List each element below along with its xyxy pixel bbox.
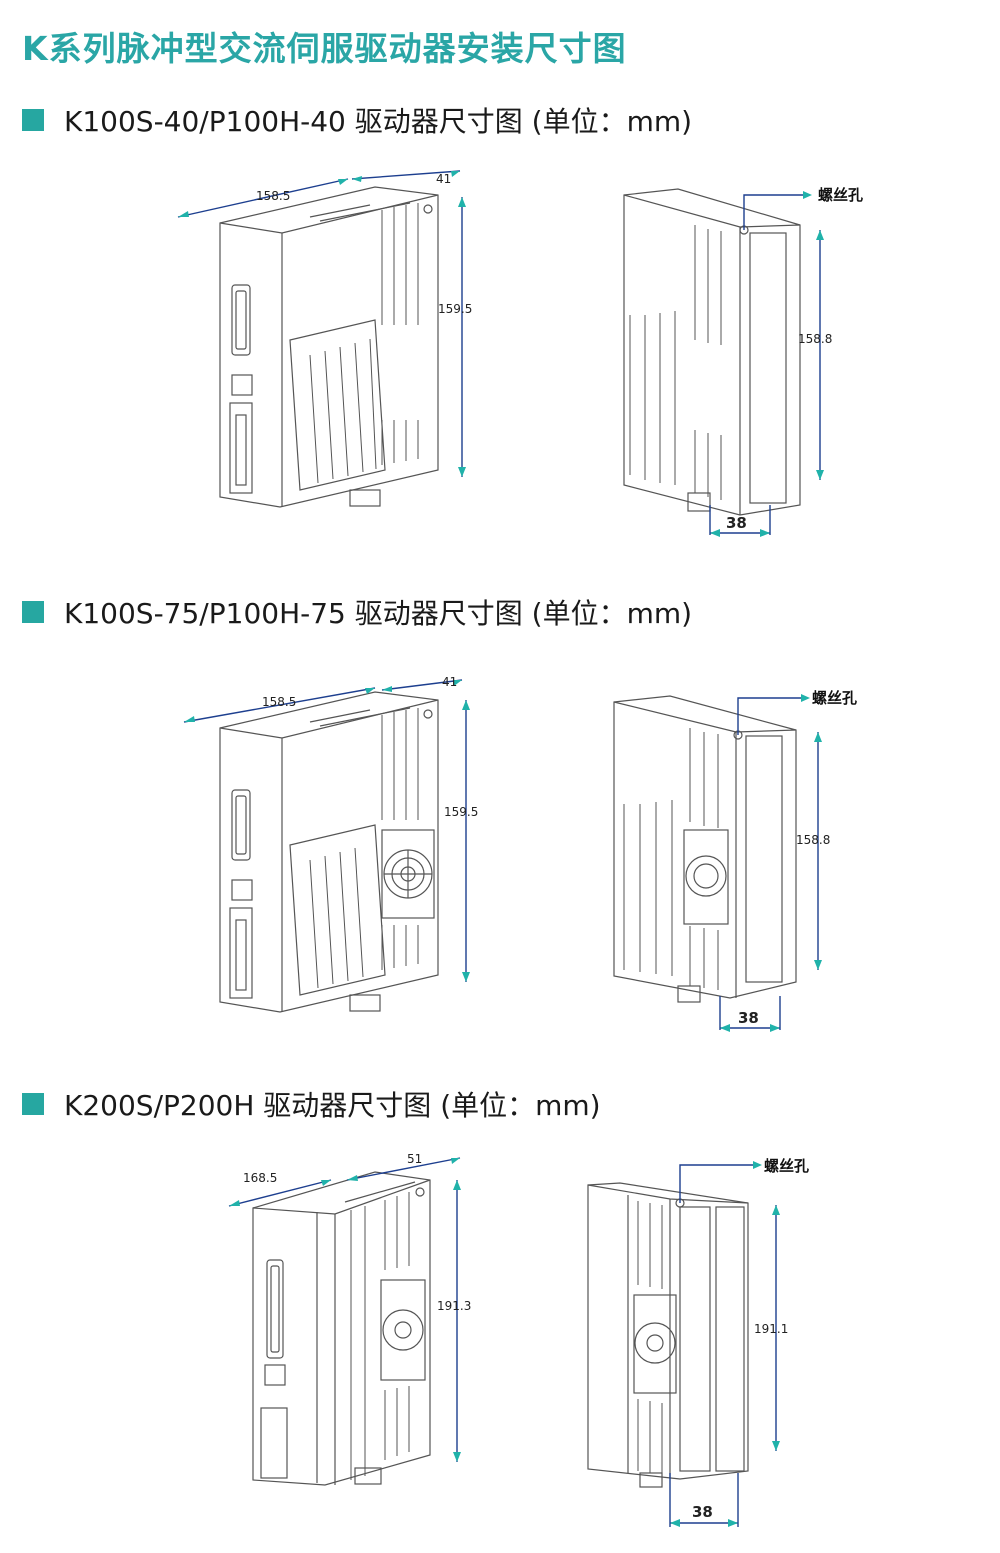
height-dimension-label: 159.5 — [444, 805, 478, 819]
depth-dimension-label: 158.5 — [256, 189, 290, 203]
section-bullet-icon — [22, 1093, 44, 1115]
height-dimension-label: 159.5 — [438, 302, 472, 316]
depth-dimension-label: 158.5 — [262, 695, 296, 709]
section-heading-text: K100S-75/P100H-75 驱动器尺寸图 (单位：mm) — [64, 597, 693, 630]
screw-hole-label: 螺丝孔 — [812, 689, 857, 707]
hole-height-dimension-label: 191.1 — [754, 1322, 788, 1336]
section-bullet-icon — [22, 109, 44, 131]
depth-dimension-label: 168.5 — [243, 1171, 277, 1185]
section-heading-text: K100S-40/P100H-40 驱动器尺寸图 (单位：mm) — [64, 105, 693, 138]
width-dimension-label: 41 — [442, 675, 457, 689]
width-dimension-label: 51 — [407, 1152, 422, 1166]
drive-k200s-rear-view: 螺丝孔 191.1 38 — [580, 1155, 860, 1535]
section-heading-k100s-40: K100S-40/P100H-40 驱动器尺寸图 (单位：mm) — [22, 100, 692, 140]
drive-k100s-40-rear-view: 螺丝孔 158.8 38 — [600, 175, 900, 545]
width-dimension-label: 41 — [436, 172, 451, 186]
screw-hole-label: 螺丝孔 — [818, 186, 863, 204]
section-bullet-icon — [22, 601, 44, 623]
page-title: K系列脉冲型交流伺服驱动器安装尺寸图 — [22, 29, 627, 68]
drive-k100s-75-front-view: 158.5 41 159.5 — [170, 670, 490, 1020]
hole-height-dimension-label: 158.8 — [796, 833, 830, 847]
hole-height-dimension-label: 158.8 — [798, 332, 832, 346]
section-heading-text: K200S/P200H 驱动器尺寸图 (单位：mm) — [64, 1089, 601, 1122]
drive-k200s-front-view: 168.5 51 191.3 — [215, 1150, 485, 1490]
hole-spacing-dimension-label: 38 — [738, 1009, 759, 1027]
hole-spacing-dimension-label: 38 — [692, 1503, 713, 1521]
drive-k100s-40-front-view: 158.5 41 159.5 — [170, 165, 490, 515]
height-dimension-label: 191.3 — [437, 1299, 471, 1313]
screw-hole-label: 螺丝孔 — [764, 1157, 809, 1175]
section-heading-k200s: K200S/P200H 驱动器尺寸图 (单位：mm) — [22, 1084, 601, 1124]
section-heading-k100s-75: K100S-75/P100H-75 驱动器尺寸图 (单位：mm) — [22, 592, 692, 632]
drive-k100s-75-rear-view: 螺丝孔 158.8 38 — [600, 680, 900, 1040]
hole-spacing-dimension-label: 38 — [726, 514, 747, 532]
